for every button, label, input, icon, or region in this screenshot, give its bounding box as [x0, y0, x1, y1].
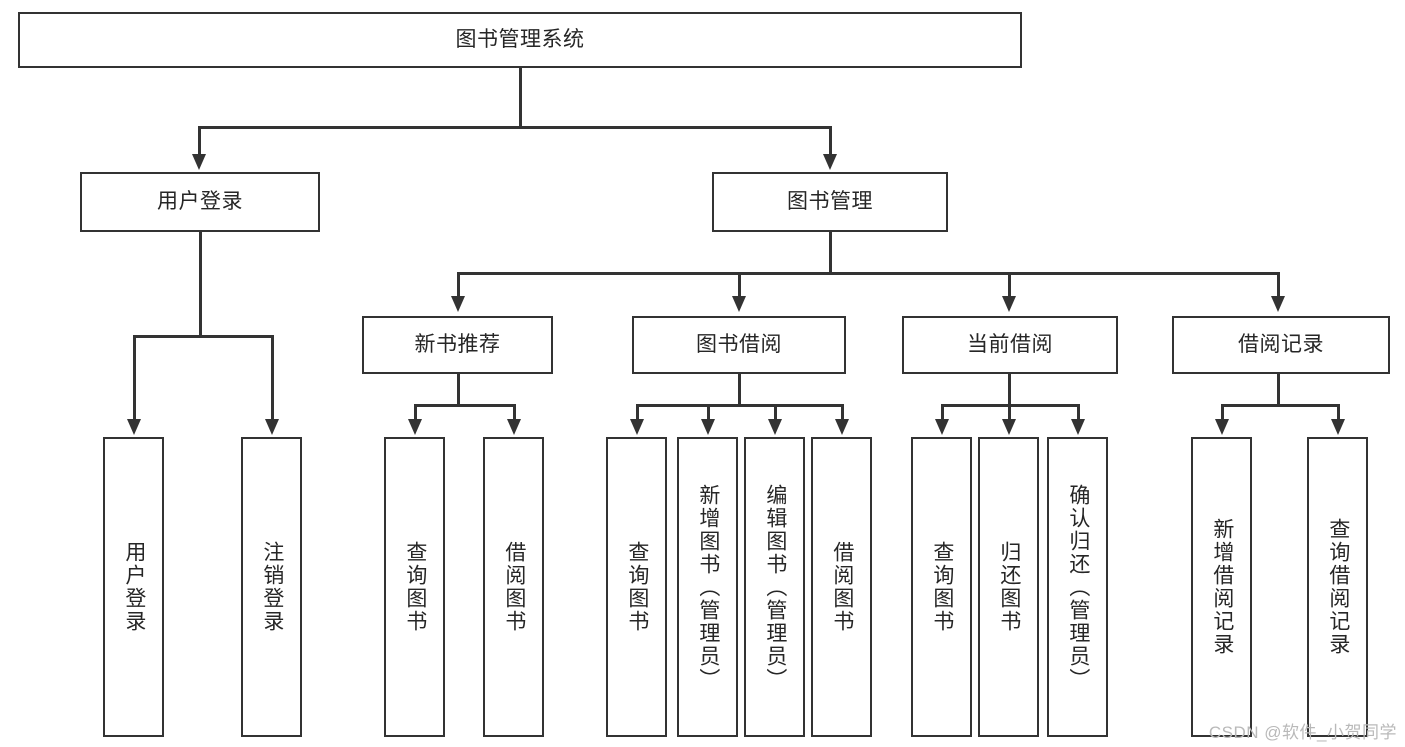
node-label: 图书管理系统 [455, 28, 585, 52]
edge-br-bar [1221, 404, 1339, 407]
node-label: 注销登录 [260, 541, 284, 633]
node-label: 确认归还（管理员） [1066, 483, 1090, 691]
node-leaf-query-record[interactable]: 查询借阅记录 [1307, 437, 1368, 737]
edge-nbr-child-1 [414, 404, 417, 421]
node-new-book-recommend[interactable]: 新书推荐 [362, 316, 553, 374]
edge-bm-child-4 [1277, 272, 1280, 298]
node-leaf-borrow-book-1[interactable]: 借阅图书 [483, 437, 544, 737]
arrowhead-leaf-edit-book [768, 419, 782, 435]
edge-br-stem [1277, 374, 1280, 404]
node-label: 新增借阅记录 [1210, 518, 1234, 656]
node-label: 查询图书 [930, 541, 954, 633]
arrowhead-borrow-record [1271, 296, 1285, 312]
edge-br-child-1 [1221, 404, 1224, 421]
edge-root-stem [519, 68, 522, 126]
node-label: 用户登录 [122, 541, 146, 633]
edge-bb-bar [636, 404, 843, 407]
edge-root-bar [198, 126, 832, 129]
edge-user-login-child-1 [133, 335, 136, 421]
node-book-borrow[interactable]: 图书借阅 [632, 316, 846, 374]
edge-cb-stem [1008, 374, 1011, 404]
node-leaf-query-book-1[interactable]: 查询图书 [384, 437, 445, 737]
arrowhead-leaf-confirm-return [1071, 419, 1085, 435]
node-book-management[interactable]: 图书管理 [712, 172, 948, 232]
arrowhead-leaf-borrow-book-2 [835, 419, 849, 435]
node-label: 查询图书 [403, 541, 427, 633]
arrowhead-new-book-recommend [451, 296, 465, 312]
edge-bm-child-3 [1008, 272, 1011, 298]
edge-nbr-stem [457, 374, 460, 404]
edge-bb-child-2 [707, 404, 710, 421]
arrowhead-leaf-borrow-book-1 [507, 419, 521, 435]
arrowhead-leaf-query-book-1 [408, 419, 422, 435]
csdn-watermark: CSDN @软件_小贺同学 [1208, 723, 1397, 742]
node-leaf-query-book-3[interactable]: 查询图书 [911, 437, 972, 737]
arrowhead-leaf-return-book [1002, 419, 1016, 435]
node-leaf-return-book[interactable]: 归还图书 [978, 437, 1039, 737]
arrowhead-current-borrow [1002, 296, 1016, 312]
node-leaf-user-logout[interactable]: 注销登录 [241, 437, 302, 737]
node-label: 编辑图书（管理员） [763, 483, 787, 691]
node-label: 归还图书 [997, 541, 1021, 633]
node-label: 查询图书 [625, 541, 649, 633]
node-leaf-borrow-book-2[interactable]: 借阅图书 [811, 437, 872, 737]
node-leaf-add-book[interactable]: 新增图书（管理员） [677, 437, 738, 737]
edge-book-management-stem [829, 232, 832, 272]
edge-user-login-child-2 [271, 335, 274, 421]
node-label: 借阅记录 [1238, 333, 1324, 357]
edge-to-book-management [829, 126, 832, 156]
arrowhead-book-management [823, 154, 837, 170]
node-label: 新书推荐 [414, 333, 501, 357]
arrowhead-book-borrow [732, 296, 746, 312]
edge-bb-stem [738, 374, 741, 404]
node-label: 当前借阅 [967, 333, 1053, 357]
node-leaf-edit-book[interactable]: 编辑图书（管理员） [744, 437, 805, 737]
edge-nbr-bar [414, 404, 515, 407]
arrowhead-leaf-add-book [701, 419, 715, 435]
edge-bm-child-2 [738, 272, 741, 298]
edge-user-login-bar [133, 335, 274, 338]
edge-br-child-2 [1337, 404, 1340, 421]
node-borrow-record[interactable]: 借阅记录 [1172, 316, 1390, 374]
edge-book-management-bar [457, 272, 1279, 275]
node-user-login[interactable]: 用户登录 [80, 172, 320, 232]
arrowhead-leaf-add-record [1215, 419, 1229, 435]
node-current-borrow[interactable]: 当前借阅 [902, 316, 1118, 374]
edge-user-login-stem [199, 232, 202, 335]
node-leaf-add-record[interactable]: 新增借阅记录 [1191, 437, 1252, 737]
node-label: 图书借阅 [696, 333, 782, 357]
node-label: 借阅图书 [830, 541, 854, 633]
node-label: 查询借阅记录 [1326, 518, 1350, 656]
node-leaf-confirm-return[interactable]: 确认归还（管理员） [1047, 437, 1108, 737]
arrowhead-leaf-query-record [1331, 419, 1345, 435]
edge-cb-child-3 [1077, 404, 1080, 421]
node-leaf-user-login[interactable]: 用户登录 [103, 437, 164, 737]
arrowhead-leaf-query-book-2 [630, 419, 644, 435]
edge-bb-child-3 [774, 404, 777, 421]
arrowhead-leaf-query-book-3 [935, 419, 949, 435]
arrowhead-leaf-user-logout [265, 419, 279, 435]
edge-bm-child-1 [457, 272, 460, 298]
edge-cb-child-1 [941, 404, 944, 421]
edge-bb-child-4 [841, 404, 844, 421]
edge-nbr-child-2 [513, 404, 516, 421]
arrowhead-leaf-user-login [127, 419, 141, 435]
node-label: 图书管理 [787, 190, 873, 214]
arrowhead-user-login [192, 154, 206, 170]
node-label: 用户登录 [157, 190, 243, 214]
edge-bb-child-1 [636, 404, 639, 421]
node-root-system[interactable]: 图书管理系统 [18, 12, 1022, 68]
node-label: 新增图书（管理员） [696, 483, 720, 691]
edge-to-user-login [198, 126, 201, 156]
node-leaf-query-book-2[interactable]: 查询图书 [606, 437, 667, 737]
edge-cb-child-2 [1008, 404, 1011, 421]
node-label: 借阅图书 [502, 541, 526, 633]
